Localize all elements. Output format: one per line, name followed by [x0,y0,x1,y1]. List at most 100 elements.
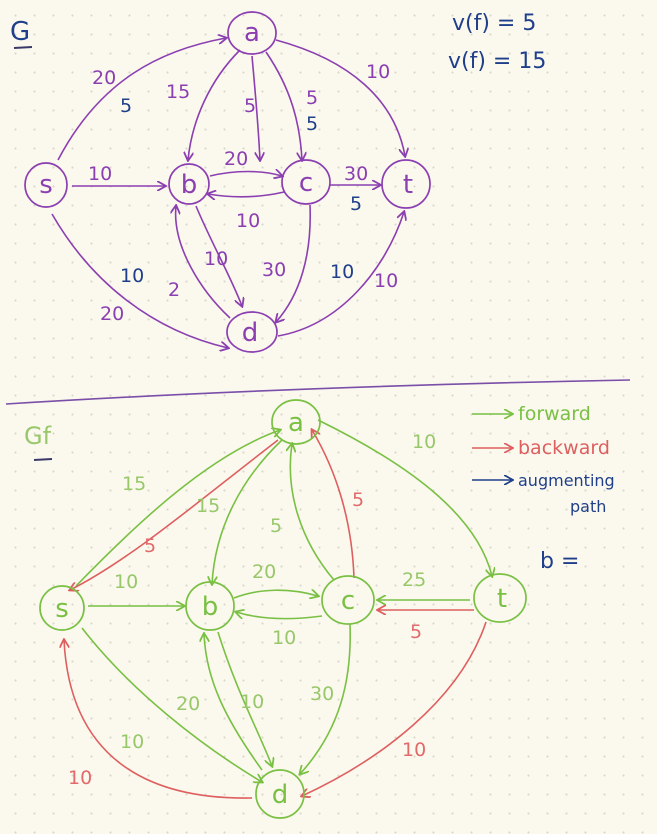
section-divider [5,379,631,405]
gf-label-s-b: 10 [114,571,138,593]
residual-title-underline [33,458,53,461]
gf-label-d-s-back: 10 [68,767,92,789]
cap-s-b: 10 [88,163,112,185]
gf-node-d: d [272,780,289,810]
gf-label-d-b: 10 [240,691,264,713]
node-s: s [39,170,53,200]
gf-node-b: b [202,592,219,622]
residual-graph: Gf forward backward augmenting path b = [24,399,615,819]
gf-label-b-c: 20 [252,561,276,583]
gf-edge-s-a [75,430,280,587]
edge-c-d [276,204,312,322]
edge-s-d [51,213,228,348]
edge-b-c [209,172,282,177]
edge-c-b [208,192,285,197]
gf-label-t-c-back: 5 [410,621,422,643]
legend-path-label: path [570,497,606,516]
cap-s-a: 20 [92,67,116,89]
gf-node-t: t [497,584,507,614]
node-d: d [242,318,259,348]
top-title-underline [13,46,33,49]
gf-node-s-circle [39,585,85,631]
flow-value-1: v(f) = 5 [452,11,536,36]
flow-s-a: 5 [120,95,132,117]
gf-node-a: a [288,408,304,438]
legend-forward-label: forward [518,403,591,425]
legend-backward-label: backward [518,437,610,459]
node-c-circle [281,159,331,205]
flow-c-t: 5 [350,193,362,215]
node-t-circle [381,159,431,209]
legend: forward backward augmenting path [472,403,615,516]
node-d-circle [226,311,278,353]
cap-c-t: 30 [344,163,368,185]
flow-a-c: 5 [306,113,318,135]
cap-c-a: 5 [244,95,256,117]
gf-label-a-b: 15 [196,495,220,517]
gf-label-c-a: 5 [270,515,282,537]
gf-label-a-t: 10 [412,431,436,453]
gf-node-c: c [341,586,355,616]
gf-label-t-c: 25 [402,569,426,591]
gf-label-a-s-back: 5 [144,535,156,557]
gf-edge-b-c [233,590,318,598]
edge-d-t [277,212,404,337]
cap-d-t: 10 [374,270,398,292]
gf-label-t-d-back: 10 [402,739,426,761]
top-graph-title: G [10,17,30,47]
cap-a-t: 10 [366,61,390,83]
top-graph: G v(f) = 5 v(f) = 15 [10,11,546,353]
gf-node-b-circle [185,581,235,631]
gf-edge-d-s-back [64,640,253,799]
gf-edge-s-d [81,627,262,782]
edge-d-b [176,206,231,319]
node-a: a [244,18,260,48]
edge-a-c [265,51,302,160]
gf-edge-d-b [204,634,263,771]
gf-label-c-d: 30 [310,683,334,705]
cap-a-b: 15 [166,81,190,103]
gf-label-c-a-back: 5 [352,489,364,511]
edge-a-b [188,49,241,160]
gf-edge-a-t [317,419,492,576]
node-c: c [299,168,313,198]
node-a-circle [227,11,277,55]
gf-edge-t-d-back [302,621,487,796]
edge-c-a [251,55,260,160]
flow-value-2: v(f) = 15 [448,49,546,74]
gf-label-s-d: 10 [120,731,144,753]
cap-d-b: 2 [168,279,180,301]
cap-a-c: 5 [306,87,318,109]
bottleneck-label: b = [540,549,579,574]
cap-s-d: 20 [100,303,124,325]
gf-node-a-circle [271,399,321,445]
node-b-circle [168,163,210,205]
gf-node-d-circle [255,769,305,819]
node-t: t [403,170,413,200]
gf-node-c-circle [321,575,375,625]
gf-edge-c-b [236,612,323,620]
edge-a-t [275,39,405,156]
gf-node-t-circle [473,573,527,623]
cap-b-c: 20 [224,148,248,170]
gf-label-s-a: 15 [122,473,146,495]
node-s-circle [24,162,68,208]
cap-c-d: 30 [262,259,286,281]
node-b: b [181,170,198,200]
gf-edge-c-d [300,623,352,774]
cap-c-b: 10 [236,210,260,232]
gf-label-c-b: 10 [272,627,296,649]
edge-s-a [57,38,226,161]
gf-label-b-d: 20 [176,693,200,715]
legend-augmenting-label: augmenting [518,471,615,490]
flow-s-d: 10 [120,265,144,287]
cap-b-d: 10 [204,248,228,270]
gf-edge-b-d [217,631,272,766]
edge-b-d [195,205,242,306]
gf-edge-c-a-back [312,430,355,579]
residual-graph-title: Gf [24,422,52,450]
gf-edge-c-a [290,444,335,581]
flow-d-t: 10 [330,261,354,283]
gf-edge-a-b [212,439,283,584]
